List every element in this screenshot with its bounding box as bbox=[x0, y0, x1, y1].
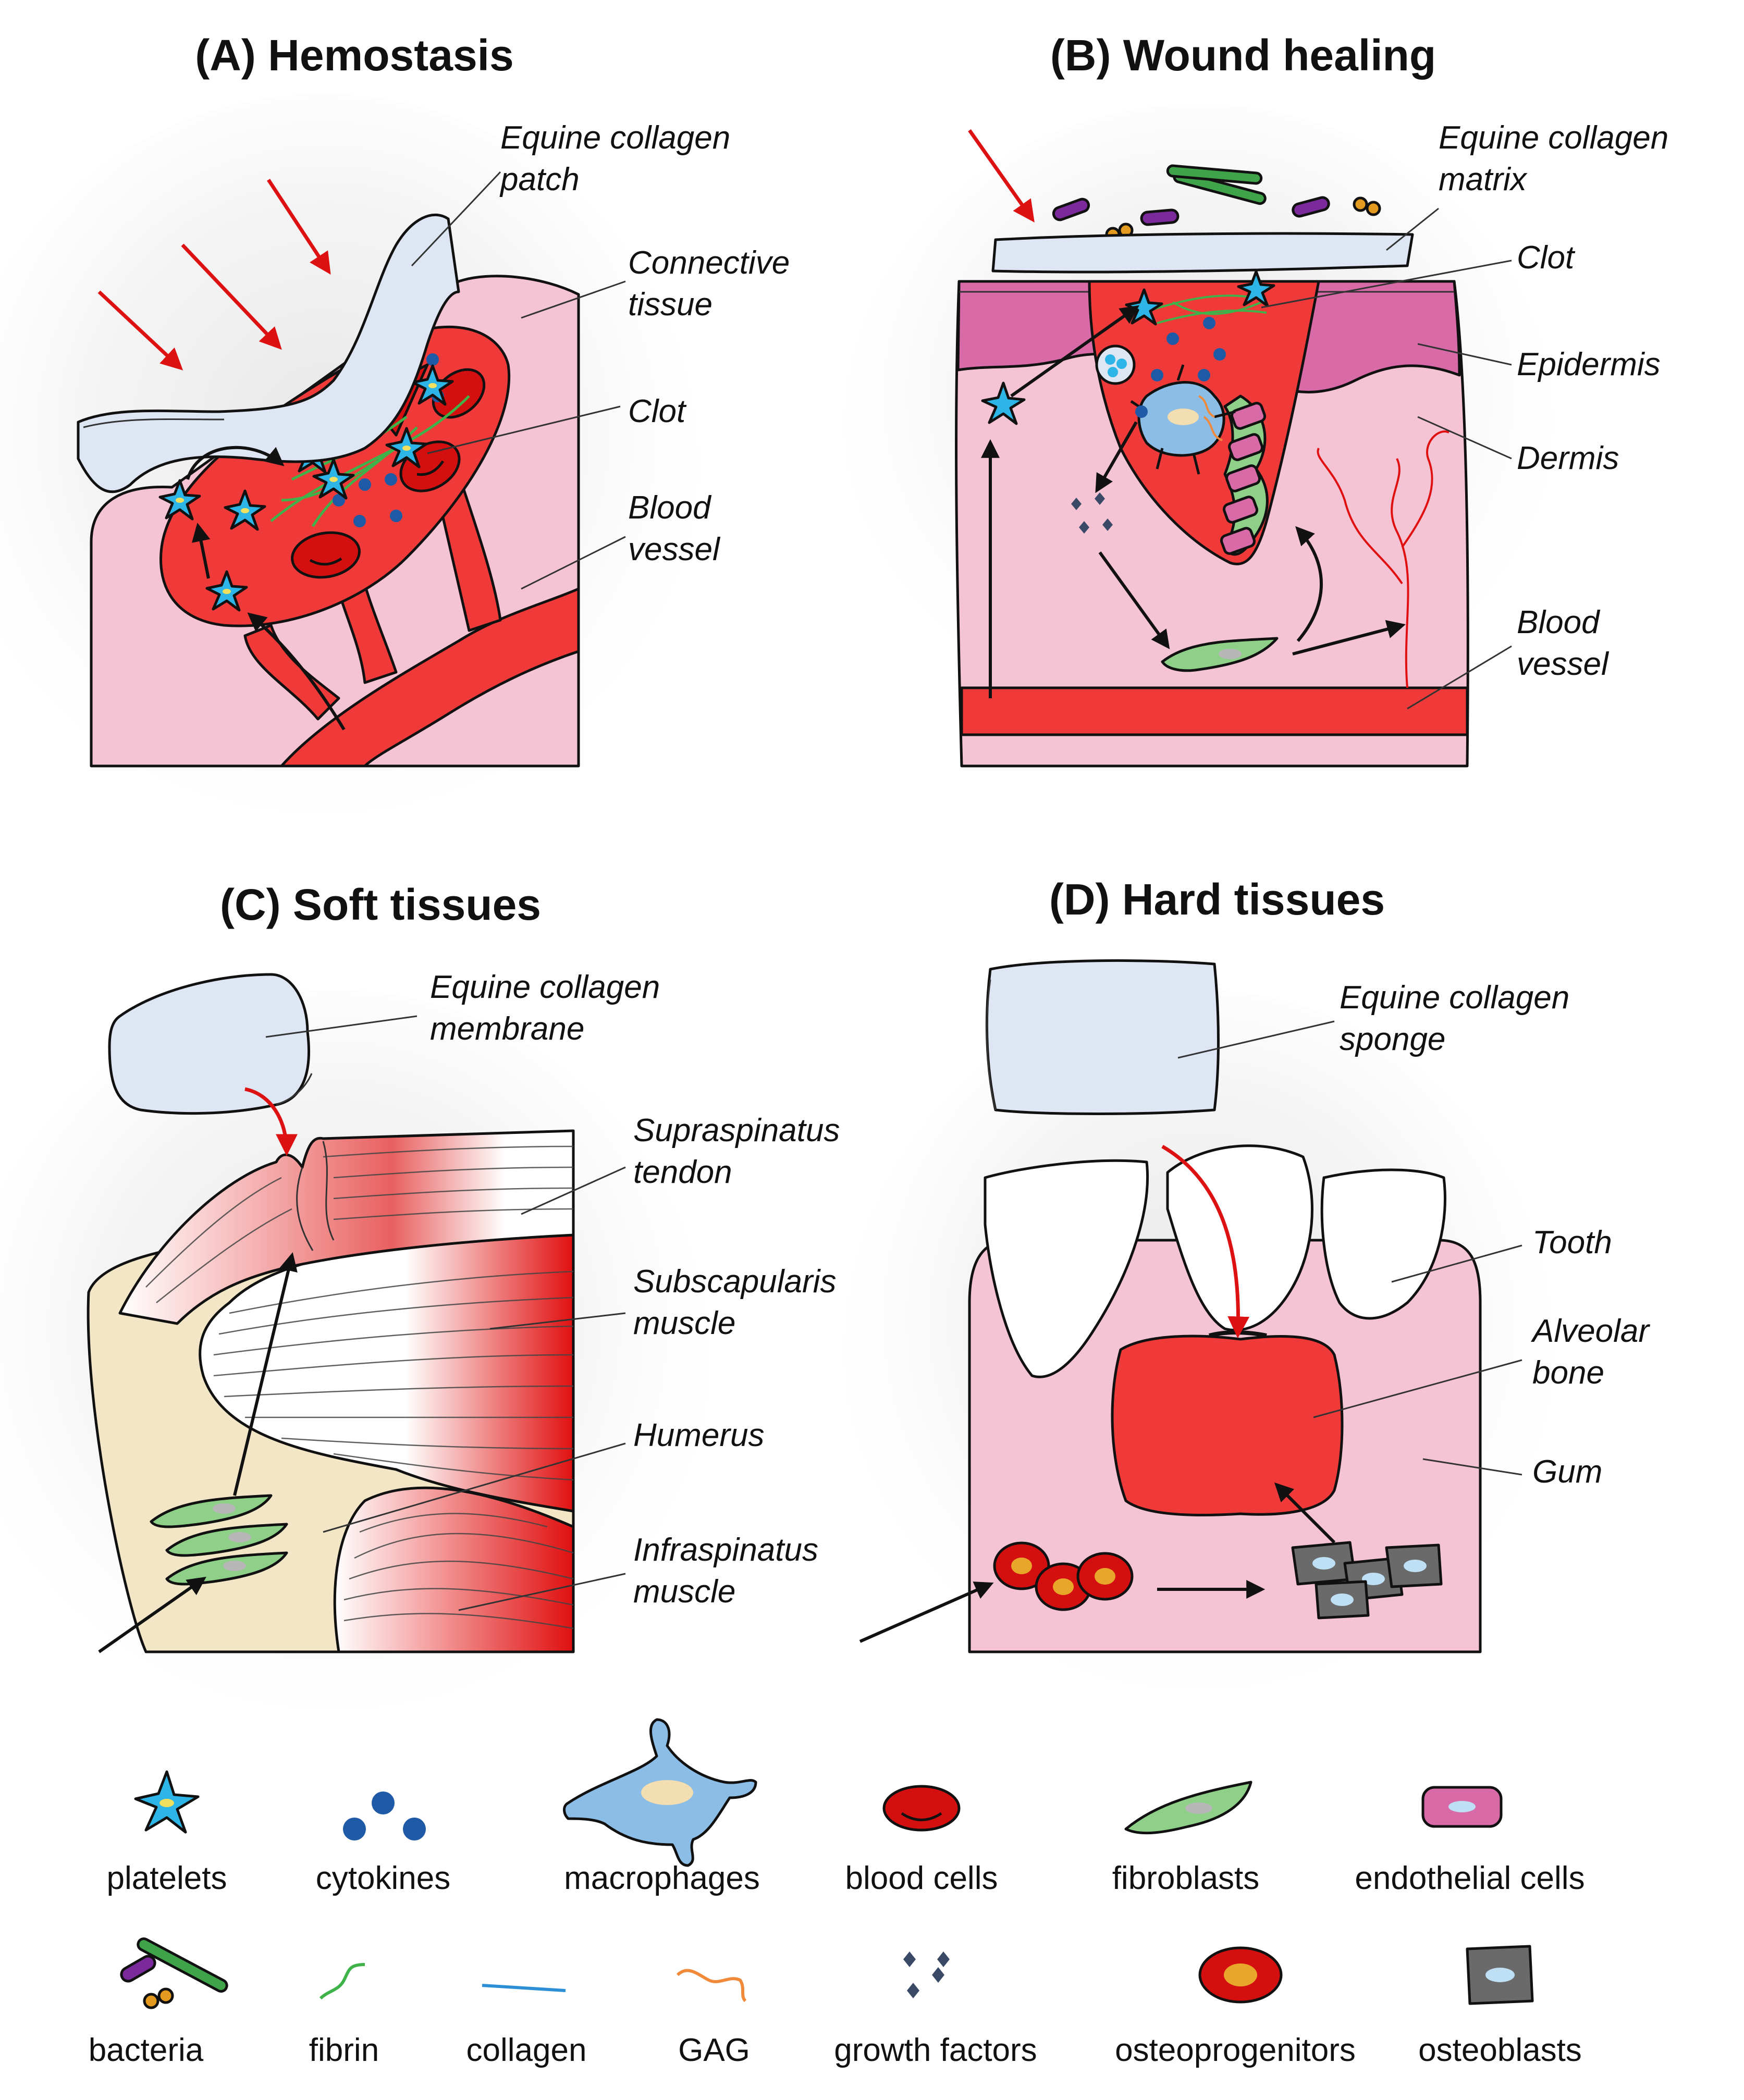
teeth bbox=[984, 1144, 1446, 1378]
label-c-supraspinatus-1: Supraspinatus bbox=[633, 1113, 840, 1148]
label-b-epidermis: Epidermis bbox=[1517, 347, 1661, 382]
label-c-infraspinatus-2: muscle bbox=[633, 1574, 735, 1610]
legend-bacteria-icon bbox=[120, 1937, 228, 2009]
equine-collagen-sponge bbox=[985, 959, 1220, 1115]
legend-collagen-icon bbox=[482, 1984, 566, 1992]
legend-label-bacteria: bacteria bbox=[89, 2032, 204, 2068]
panel-c-title: (C) Soft tissues bbox=[220, 880, 541, 929]
legend-label-osteoprogenitors: osteoprogenitors bbox=[1115, 2032, 1356, 2068]
arrows-b bbox=[968, 129, 1406, 698]
labels-d: Equine collagen sponge Tooth Alveolar bo… bbox=[1177, 980, 1650, 1490]
equine-collagen-membrane bbox=[108, 973, 310, 1115]
panel-a-title: (A) Hemostasis bbox=[195, 31, 514, 80]
label-d-gum: Gum bbox=[1532, 1454, 1602, 1490]
gag-b bbox=[1198, 395, 1223, 441]
label-d-sponge-1: Equine collagen bbox=[1340, 980, 1569, 1016]
legend-blood-cell-icon bbox=[882, 1785, 961, 1832]
label-a-connective-2: tissue bbox=[628, 287, 713, 323]
label-b-vessel-2: vessel bbox=[1517, 646, 1610, 682]
cytokines-b bbox=[1135, 317, 1226, 418]
legend-label-blood-cells: blood cells bbox=[845, 1860, 998, 1896]
fibroblast-b bbox=[1161, 637, 1279, 672]
label-d-tooth: Tooth bbox=[1532, 1225, 1612, 1261]
label-b-vessel-1: Blood bbox=[1517, 604, 1601, 640]
legend-label-osteoblasts: osteoblasts bbox=[1418, 2032, 1582, 2068]
label-a-patch-2: patch bbox=[499, 162, 580, 197]
label-b-matrix-1: Equine collagen bbox=[1439, 120, 1668, 156]
label-a-connective-1: Connective bbox=[628, 245, 790, 281]
vesicle-cell-b bbox=[1095, 344, 1136, 385]
arrows-c bbox=[98, 1087, 298, 1653]
legend-label-growth-factors: growth factors bbox=[834, 2032, 1037, 2068]
label-c-membrane-2: membrane bbox=[430, 1011, 584, 1047]
legend-label-fibroblasts: fibroblasts bbox=[1112, 1860, 1260, 1896]
osteoblasts-d bbox=[1291, 1541, 1443, 1620]
growth-factors-b bbox=[1071, 492, 1113, 534]
legend-gag-icon bbox=[676, 1969, 747, 2003]
label-c-supraspinatus-2: tendon bbox=[633, 1154, 732, 1190]
legend-osteoprogenitor-icon bbox=[1198, 1946, 1283, 2004]
arrows-a bbox=[97, 179, 346, 731]
arrows-d bbox=[859, 1144, 1336, 1643]
panel-a-hemostasis: (A) Hemostasis bbox=[0, 31, 790, 844]
labels-c: Equine collagen membrane Supraspinatus t… bbox=[265, 969, 840, 1611]
legend-fibrin-icon bbox=[319, 1963, 365, 2000]
label-a-clot: Clot bbox=[628, 393, 687, 429]
infraspinatus-muscle bbox=[333, 1486, 575, 1653]
macrophage-b bbox=[1130, 364, 1236, 475]
label-c-membrane-1: Equine collagen bbox=[430, 969, 660, 1005]
label-a-patch-1: Equine collagen bbox=[500, 120, 730, 156]
label-c-humerus: Humerus bbox=[633, 1417, 765, 1453]
label-c-infraspinatus-1: Infraspinatus bbox=[633, 1532, 818, 1568]
legend-label-endothelial-cells: endothelial cells bbox=[1355, 1860, 1585, 1896]
panel-d-hard-tissues: (D) Hard tissues bbox=[844, 875, 1650, 1720]
legend-label-collagen: collagen bbox=[466, 2032, 587, 2068]
label-d-bone-2: bone bbox=[1532, 1355, 1604, 1391]
legend: platelets cytokines macrophages blood ce… bbox=[89, 1718, 1585, 2068]
capillary-b bbox=[1317, 430, 1450, 688]
fibroblasts-c bbox=[150, 1494, 288, 1586]
panel-b-title: (B) Wound healing bbox=[1050, 31, 1436, 80]
label-d-sponge-2: sponge bbox=[1340, 1021, 1445, 1057]
legend-label-platelets: platelets bbox=[107, 1860, 227, 1896]
label-b-clot: Clot bbox=[1517, 240, 1576, 276]
legend-growth-factors-icon bbox=[903, 1951, 950, 1998]
label-a-vessel-2: vessel bbox=[628, 532, 721, 567]
panel-b-wound-healing: (B) Wound healing bbox=[844, 31, 1668, 768]
equine-collagen-patch bbox=[77, 213, 460, 493]
legend-platelet-icon bbox=[134, 1770, 200, 1834]
equine-collagen-matrix bbox=[991, 232, 1414, 274]
legend-label-macrophages: macrophages bbox=[564, 1860, 760, 1896]
legend-endothelial-icon bbox=[1421, 1786, 1503, 1828]
label-b-dermis: Dermis bbox=[1517, 440, 1619, 476]
legend-label-fibrin: fibrin bbox=[309, 2032, 379, 2068]
osteoprogenitors-d bbox=[993, 1541, 1134, 1611]
labels-b: Equine collagen matrix Clot Epidermis De… bbox=[1261, 120, 1668, 710]
platelets-b bbox=[981, 270, 1275, 425]
label-a-vessel-1: Blood bbox=[628, 490, 712, 526]
endothelial-stack-b bbox=[1220, 394, 1269, 556]
label-d-bone-1: Alveolar bbox=[1530, 1313, 1650, 1349]
legend-macrophage-icon bbox=[563, 1718, 757, 1867]
alveolar-bone bbox=[1111, 1335, 1344, 1516]
supraspinatus-tendon bbox=[118, 1129, 575, 1325]
legend-label-cytokines: cytokines bbox=[316, 1860, 450, 1896]
labels-a: Equine collagen patch Connective tissue … bbox=[411, 120, 790, 590]
legend-osteoblast-icon bbox=[1466, 1945, 1534, 2005]
label-b-matrix-2: matrix bbox=[1439, 162, 1528, 197]
legend-cytokines-icon bbox=[343, 1792, 426, 1840]
panel-d-title: (D) Hard tissues bbox=[1049, 875, 1385, 924]
platelets-a bbox=[158, 364, 454, 612]
legend-fibroblast-icon bbox=[1124, 1781, 1252, 1835]
label-c-subscapularis-1: Subscapularis bbox=[633, 1264, 836, 1300]
blood-vessel-b bbox=[960, 686, 1469, 736]
legend-label-gag: GAG bbox=[678, 2032, 750, 2068]
panel-c-soft-tissues: (C) Soft tissues bbox=[0, 880, 840, 1740]
label-c-subscapularis-2: muscle bbox=[633, 1305, 735, 1341]
